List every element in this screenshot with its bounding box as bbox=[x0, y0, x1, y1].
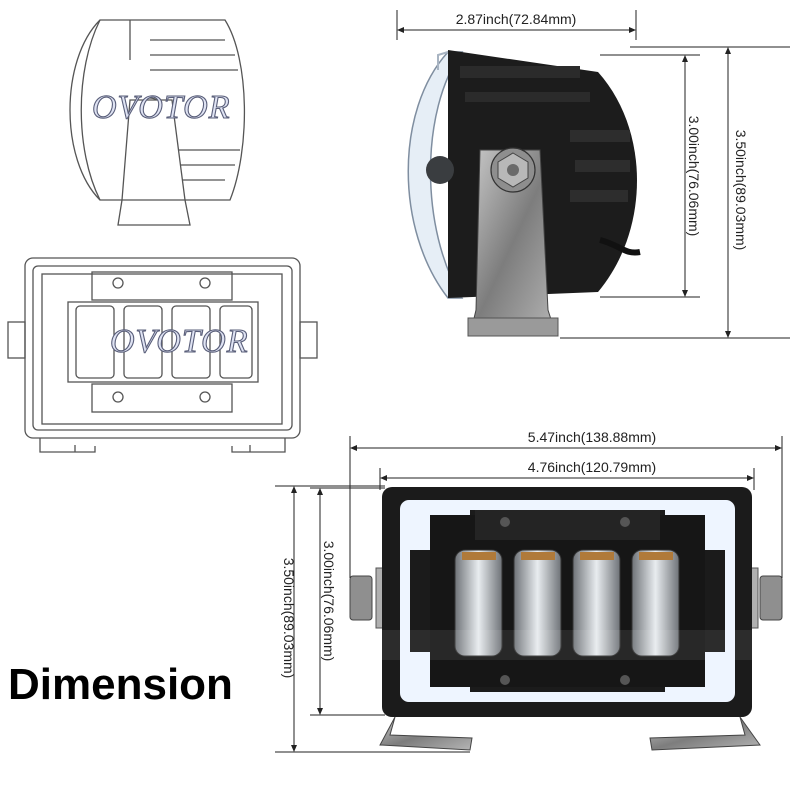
dim-front-total-height bbox=[275, 485, 470, 753]
label-side-inner-height: 3.00inch(76.06mm) bbox=[686, 116, 702, 237]
dim-front-total-width bbox=[349, 436, 783, 578]
photo-front-view bbox=[349, 487, 783, 751]
label-side-width: 2.87inch(72.84mm) bbox=[456, 11, 577, 27]
label-front-total-width: 5.47inch(138.88mm) bbox=[528, 429, 656, 445]
dim-side-inner-height bbox=[600, 54, 700, 298]
page-title: Dimension bbox=[8, 660, 233, 709]
dim-front-inner-height bbox=[310, 487, 385, 716]
sketch-front-view bbox=[7, 257, 318, 453]
dim-side-total-height bbox=[560, 46, 790, 339]
label-side-total-height: 3.50inch(89.03mm) bbox=[733, 130, 749, 251]
sketch-side-view bbox=[69, 19, 246, 226]
label-front-inner-height: 3.00inch(76.06mm) bbox=[321, 541, 337, 662]
watermark-middle: OVOTOR bbox=[110, 323, 248, 360]
label-front-total-height: 3.50inch(89.03mm) bbox=[281, 558, 297, 679]
label-front-inner-width: 4.76inch(120.79mm) bbox=[528, 459, 656, 475]
watermark-top: OVOTOR bbox=[92, 89, 230, 126]
dim-side-width bbox=[396, 10, 637, 40]
photo-side-view bbox=[407, 50, 641, 337]
